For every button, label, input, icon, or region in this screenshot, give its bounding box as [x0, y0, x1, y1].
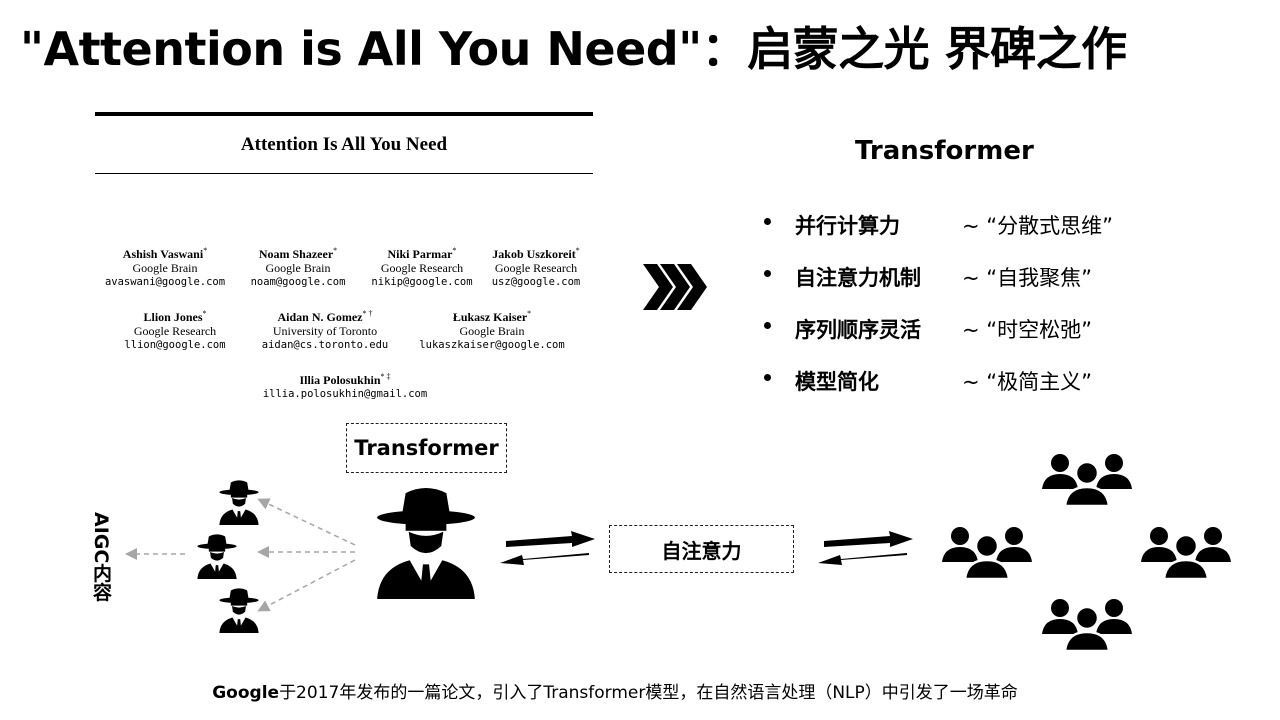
- feature-list: 并行计算力 ~ “分散式思维” 自注意力机制 ~ “自我聚焦” 序列顺序灵活 ~…: [762, 210, 1242, 418]
- people-group-icon: [1042, 596, 1132, 651]
- paper-bottom-rule: [95, 173, 593, 174]
- feature-item: 并行计算力 ~ “分散式思维”: [762, 210, 1242, 262]
- bullet-icon: [764, 270, 771, 277]
- caption-text: 于2017年发布的一篇论文，引入了Transformer模型，在自然语言处理（N…: [279, 683, 1018, 703]
- paper-author: Noam Shazeer* Google Brain noam@google.c…: [250, 246, 346, 288]
- spy-agent-icon: [218, 480, 260, 525]
- people-group-icon: [1042, 451, 1132, 506]
- spy-agent-icon: [196, 534, 238, 579]
- feature-metaphor: ~ “时空松弛”: [962, 318, 1093, 342]
- output-arrows: [125, 498, 356, 612]
- feature-metaphor: ~ “极简主义”: [962, 370, 1093, 394]
- paper-author: Ashish Vaswani* Google Brain avaswani@go…: [104, 246, 226, 288]
- spy-agent-icon: [372, 487, 480, 599]
- page-title: "Attention is All You Need"：启蒙之光 界碑之作: [20, 22, 1127, 76]
- paper-author: Llion Jones* Google Research llion@googl…: [124, 309, 226, 351]
- people-group-icon: [1141, 524, 1231, 579]
- paper-author: Niki Parmar* Google Research nikip@googl…: [371, 246, 473, 288]
- spy-agent-icon: [218, 588, 260, 633]
- triple-chevron-right-icon: [643, 264, 707, 310]
- people-group-icon: [942, 524, 1032, 579]
- feature-metaphor: ~ “分散式思维”: [962, 214, 1114, 238]
- feature-metaphor: ~ “自我聚焦”: [962, 266, 1093, 290]
- feature-name: 模型简化: [795, 370, 879, 394]
- transformer-heading: Transformer: [855, 136, 1034, 166]
- caption-brand: Google: [212, 683, 280, 703]
- exchange-arrows-icon: [500, 531, 595, 565]
- paper-author: Jakob Uszkoreit* Google Research usz@goo…: [491, 246, 581, 288]
- transformer-label: Transformer: [346, 423, 507, 473]
- feature-item: 模型简化 ~ “极简主义”: [762, 366, 1242, 418]
- aigc-output-label: AIGC内容: [90, 512, 112, 602]
- caption: Google于2017年发布的一篇论文，引入了Transformer模型，在自然…: [0, 678, 1230, 703]
- paper-author: Łukasz Kaiser* Google Brain lukaszkaiser…: [419, 309, 565, 351]
- paper-top-rule: [95, 112, 593, 116]
- paper-title: Attention Is All You Need: [240, 134, 448, 155]
- paper-author: Illia Polosukhin* ‡ illia.polosukhin@gma…: [262, 372, 428, 400]
- feature-item: 序列顺序灵活 ~ “时空松弛”: [762, 314, 1242, 366]
- bullet-icon: [764, 374, 771, 381]
- feature-name: 序列顺序灵活: [795, 318, 921, 342]
- bullet-icon: [764, 322, 771, 329]
- feature-name: 并行计算力: [795, 214, 900, 238]
- paper-author: Aidan N. Gomez* † University of Toronto …: [261, 309, 389, 351]
- bullet-icon: [764, 218, 771, 225]
- exchange-arrows-icon: [818, 531, 913, 565]
- self-attention-label: 自注意力: [609, 525, 794, 573]
- feature-item: 自注意力机制 ~ “自我聚焦”: [762, 262, 1242, 314]
- feature-name: 自注意力机制: [795, 266, 921, 290]
